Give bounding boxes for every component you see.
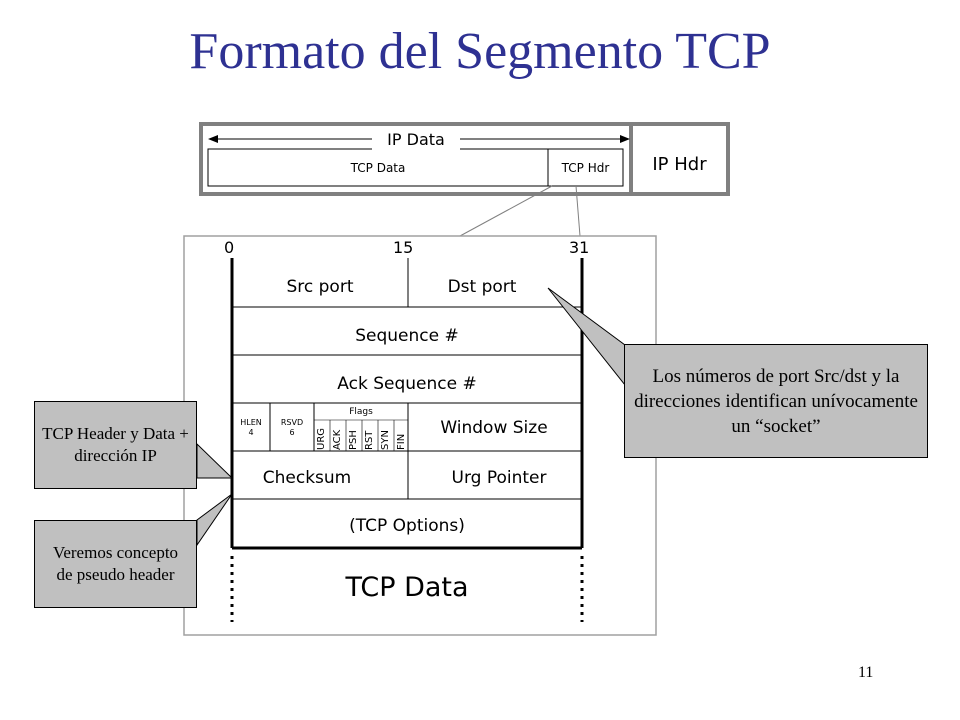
window-size-field: Window Size <box>440 418 548 438</box>
hlen-bits: 4 <box>248 428 254 437</box>
ip-hdr-label: IP Hdr <box>652 153 707 175</box>
hlen-field: HLEN 4 <box>233 418 269 438</box>
bit-label-0: 0 <box>224 238 235 257</box>
header-callout: TCP Header y Data + dirección IP <box>34 401 197 489</box>
ip-data-arrowhead-left <box>208 135 218 143</box>
slide-title: Formato del Segmento TCP <box>189 23 771 80</box>
rsvd-label: RSVD <box>280 418 304 427</box>
tcp-options-field: (TCP Options) <box>349 516 465 536</box>
ip-data-arrowhead-right <box>620 135 630 143</box>
rsvd-field: RSVD 6 <box>271 418 313 438</box>
tcp-data-label: TCP Data <box>350 161 406 175</box>
header-callout-pointer <box>196 442 234 479</box>
tcp-hdr-label: TCP Hdr <box>561 161 610 175</box>
flag-psh: PSH <box>348 430 359 450</box>
bit-label-15: 15 <box>393 238 414 257</box>
dst-port-field: Dst port <box>447 277 517 297</box>
flag-ack: ACK <box>332 429 343 450</box>
flag-urg: URG <box>316 427 327 450</box>
checksum-field: Checksum <box>262 468 352 488</box>
flag-syn: SYN <box>380 430 391 450</box>
ip-data-label: IP Data <box>372 128 460 150</box>
pseudo-header-callout: Veremos concepto de pseudo header <box>34 520 197 608</box>
flag-rst: RST <box>364 430 375 450</box>
bit-label-31: 31 <box>569 238 590 257</box>
ack-sequence-field: Ack Sequence # <box>337 373 477 394</box>
pseudo-callout-pointer <box>196 493 233 547</box>
tcp-segment-box <box>207 148 624 187</box>
tcp-data-field: TCP Data <box>345 571 469 603</box>
urg-pointer-field: Urg Pointer <box>451 468 547 488</box>
hlen-label: HLEN <box>240 418 262 427</box>
page-number: 11 <box>858 664 874 681</box>
ip-packet-frame <box>199 122 730 196</box>
src-port-field: Src port <box>286 277 354 297</box>
rsvd-bits: 6 <box>289 428 295 437</box>
zoom-line-left <box>459 185 553 237</box>
zoom-line-right <box>575 185 581 237</box>
socket-callout: Los números de port Src/dst y la direcci… <box>624 344 928 458</box>
sequence-field: Sequence # <box>355 325 459 346</box>
flags-label: Flags <box>349 407 373 417</box>
flag-fin: FIN <box>396 433 407 450</box>
